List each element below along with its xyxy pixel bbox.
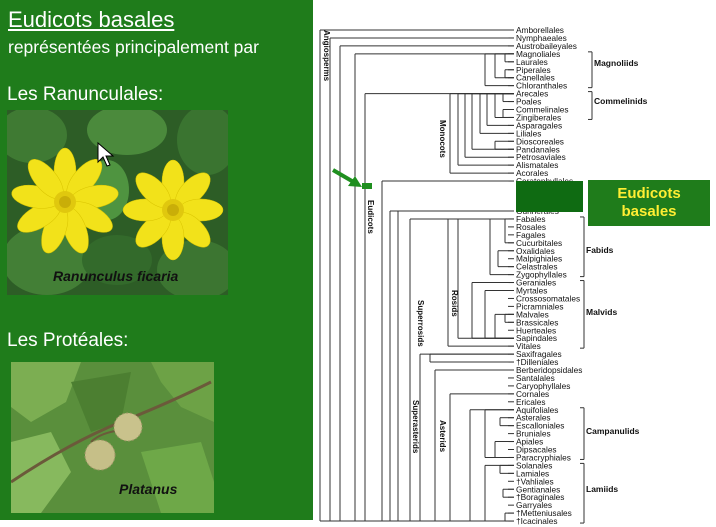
- platanus-photo: Platanus: [11, 362, 214, 513]
- mouse-cursor-icon: [97, 141, 115, 167]
- taxon-label: Oxalidales: [516, 246, 555, 256]
- taxon-label: Amborellales: [516, 25, 564, 35]
- clade-node-label: Superasterids: [411, 400, 420, 454]
- taxon-label: Canellales: [516, 73, 555, 83]
- taxon-label: Apiales: [516, 437, 543, 447]
- platanus-illustration: [11, 362, 214, 513]
- green-arrow-icon: [331, 168, 372, 189]
- taxon-label: Berberidopsidales: [516, 365, 582, 375]
- clade-node-label: Angiosperms: [322, 30, 331, 82]
- taxon-label: Nymphaeales: [516, 33, 567, 43]
- taxon-label: Malvales: [516, 309, 549, 319]
- taxon-label: Acorales: [516, 168, 548, 178]
- taxon-label: Zingiberales: [516, 112, 561, 122]
- group-labels: MagnoliidsCommelinidsFabidsMalvidsCampan…: [586, 58, 648, 494]
- callout-label: Eudicots basales: [617, 185, 681, 220]
- taxon-label: Ericales: [516, 397, 546, 407]
- taxon-labels: AmborellalesNymphaealesAustrobaileyalesM…: [516, 25, 582, 526]
- group-label: Fabids: [586, 245, 614, 255]
- taxon-label: †Metteniusales: [516, 508, 572, 518]
- platanus-caption: Platanus: [119, 481, 178, 497]
- taxon-label: Pandanales: [516, 144, 560, 154]
- taxon-label: Escalloniales: [516, 421, 564, 431]
- taxon-label: Rosales: [516, 222, 546, 232]
- taxon-label: Santalales: [516, 373, 555, 383]
- taxon-label: Gentianales: [516, 484, 560, 494]
- group-label: Magnoliids: [594, 58, 639, 68]
- taxon-label: Asparagales: [516, 120, 562, 130]
- group-label: Lamiids: [586, 484, 618, 494]
- group-label: Campanulids: [586, 426, 640, 436]
- taxon-label: Sapindales: [516, 333, 557, 343]
- slide-subtitle: représentées principalement par: [8, 37, 259, 57]
- clade-node-label: Monocots: [438, 120, 447, 158]
- taxon-label: Commelinales: [516, 105, 569, 115]
- taxon-label: Geraniales: [516, 278, 556, 288]
- left-panel: Eudicots basales représentées principale…: [0, 0, 313, 520]
- taxon-label: Saxifragales: [516, 349, 562, 359]
- ranunculus-illustration: [7, 110, 228, 295]
- section-ranunculales-heading: Les Ranunculales:: [7, 84, 164, 105]
- group-label: Commelinids: [594, 96, 648, 106]
- taxon-label: Piperales: [516, 65, 551, 75]
- taxon-label: Lamiales: [516, 468, 549, 478]
- phylogenetic-tree: AmborellalesNymphaealesAustrobaileyalesM…: [319, 25, 648, 526]
- taxon-label: Brassicales: [516, 317, 558, 327]
- taxon-label: Cucurbitales: [516, 238, 562, 248]
- clade-node-label: Rosids: [450, 290, 459, 317]
- taxon-label: Vitales: [516, 341, 541, 351]
- taxon-label: Malpighiales: [516, 254, 562, 264]
- taxon-label: Garryales: [516, 500, 552, 510]
- taxon-label: Picramniales: [516, 301, 564, 311]
- clade-node-label: Superrosids: [416, 300, 425, 347]
- taxon-label: Aquifoliales: [516, 405, 558, 415]
- taxon-label: Cornales: [516, 389, 549, 399]
- slide-title: Eudicots basales: [8, 7, 175, 32]
- eudicots-basales-highlight-box: [516, 181, 583, 212]
- taxon-label: Solanales: [516, 460, 552, 470]
- taxon-label: Asterales: [516, 413, 551, 423]
- taxon-label: Dipsacales: [516, 445, 557, 455]
- ranunculus-photo: Ranunculus ficaria: [7, 110, 228, 295]
- taxon-label: Alismatales: [516, 160, 558, 170]
- tree-branches: [319, 29, 593, 524]
- ranunculus-caption: Ranunculus ficaria: [53, 268, 179, 284]
- taxon-label: Dioscoreales: [516, 136, 564, 146]
- section-proteales-heading: Les Protéales:: [7, 330, 129, 351]
- taxon-label: Bruniales: [516, 429, 551, 439]
- clade-node-label: Eudicots: [366, 200, 375, 234]
- taxon-label: Magnoliales: [516, 49, 560, 59]
- taxon-label: Celastrales: [516, 262, 558, 272]
- taxon-label: Myrtales: [516, 286, 547, 296]
- taxon-label: †Boraginales: [516, 492, 564, 502]
- taxon-label: Arecales: [516, 89, 548, 99]
- eudicots-basales-callout: Eudicots basales: [588, 180, 710, 226]
- clade-node-label: Asterids: [438, 420, 447, 453]
- group-label: Malvids: [586, 307, 617, 317]
- taxon-label: Paracryphiales: [516, 452, 571, 462]
- taxon-label: Austrobaileyales: [516, 41, 577, 51]
- taxon-label: Huerteales: [516, 325, 556, 335]
- taxon-label: †Vahliales: [516, 476, 554, 486]
- taxon-label: Laurales: [516, 57, 548, 67]
- taxon-label: Fabales: [516, 214, 546, 224]
- taxon-label: †Icacinales: [516, 516, 558, 526]
- taxon-label: Chloranthales: [516, 81, 567, 91]
- taxon-label: Liliales: [516, 128, 541, 138]
- taxon-label: Caryophyllales: [516, 381, 570, 391]
- taxon-label: †Dilleniales: [516, 357, 558, 367]
- taxon-label: Petrosaviales: [516, 152, 566, 162]
- taxon-label: Fagales: [516, 230, 546, 240]
- taxon-label: Zygophyllales: [516, 270, 567, 280]
- taxon-label: Crossosomatales: [516, 293, 580, 303]
- taxon-label: Poales: [516, 97, 541, 107]
